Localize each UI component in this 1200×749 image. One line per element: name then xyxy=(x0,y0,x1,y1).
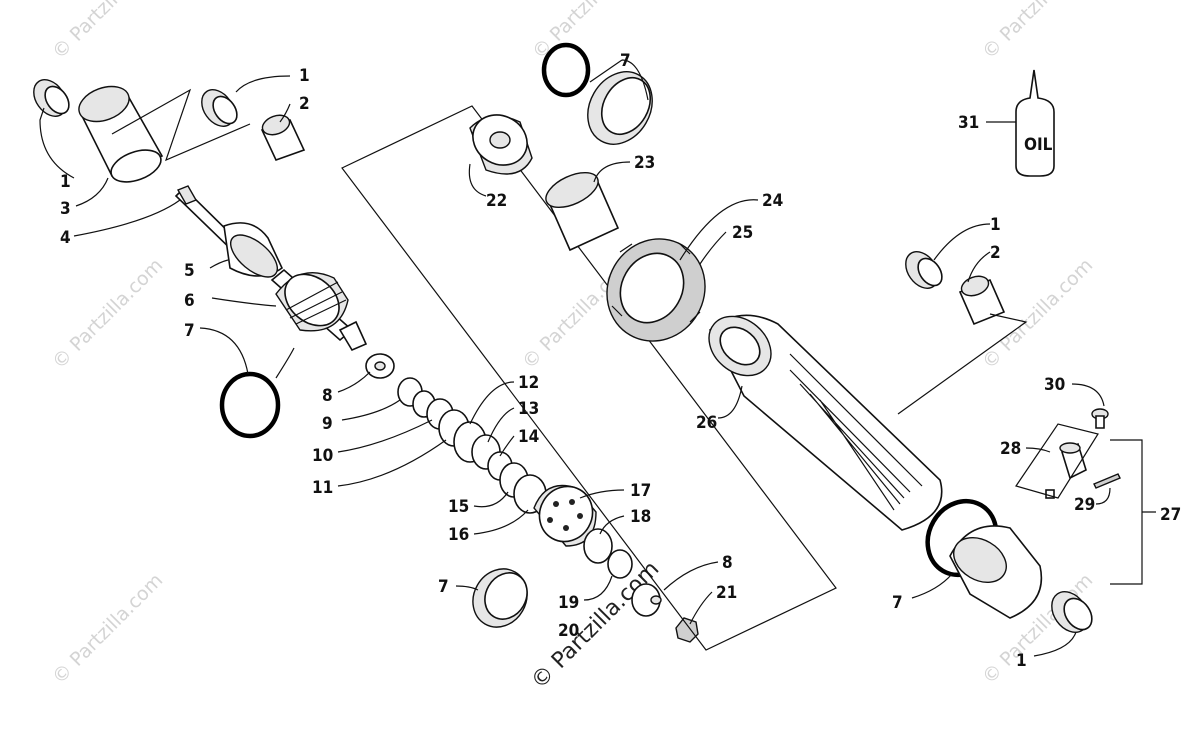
callout-7: 7 xyxy=(438,577,449,597)
callout-1: 1 xyxy=(60,172,71,192)
callout-24: 24 xyxy=(762,191,783,211)
watermark-center: © Partzilla.com xyxy=(527,557,665,695)
assembly-outline xyxy=(341,105,837,651)
callout-26: 26 xyxy=(696,413,717,433)
bushing-1d xyxy=(1051,591,1093,633)
callout-28: 28 xyxy=(1000,439,1021,459)
callout-11: 11 xyxy=(312,478,333,498)
callout-25: 25 xyxy=(732,223,753,243)
watermark: © Partzilla.com xyxy=(48,569,167,688)
callout-2: 2 xyxy=(990,243,1001,263)
oil-label: OIL xyxy=(1024,135,1053,155)
o-ring-7a xyxy=(219,371,281,439)
callout-7: 7 xyxy=(184,321,195,341)
body-26 xyxy=(708,314,943,531)
callout-6: 6 xyxy=(184,291,195,311)
callout-8: 8 xyxy=(722,553,733,573)
callout-7: 7 xyxy=(620,51,631,71)
callout-19: 19 xyxy=(558,593,579,613)
callout-29: 29 xyxy=(1074,495,1095,515)
spacer-2a xyxy=(260,114,306,161)
spring-adjuster-24 xyxy=(606,238,706,342)
bracket-27 xyxy=(1110,439,1156,585)
callout-2: 2 xyxy=(299,94,310,114)
shim-stack xyxy=(365,353,547,514)
watermark: © Partzilla.com xyxy=(48,254,167,373)
spacer-2c xyxy=(958,275,1006,326)
watermark: © Partzilla.com xyxy=(978,0,1097,64)
bearing-7c xyxy=(587,71,653,145)
seal-head-22 xyxy=(469,114,533,175)
bushing-1c xyxy=(905,251,943,289)
callout-5: 5 xyxy=(184,261,195,281)
valve-28 xyxy=(1045,442,1087,499)
callout-20: 20 xyxy=(558,621,579,641)
callout-17: 17 xyxy=(630,481,651,501)
oil-bottle-31: OIL xyxy=(1015,69,1055,177)
callout-15: 15 xyxy=(448,497,469,517)
shim-19 xyxy=(607,549,633,579)
shim-18 xyxy=(583,528,613,564)
callout-1: 1 xyxy=(299,66,310,86)
leader-lines xyxy=(39,59,1111,657)
callout-10: 10 xyxy=(312,446,333,466)
ring-7b xyxy=(472,568,528,628)
callout-31: 31 xyxy=(958,113,979,133)
callout-27: 27 xyxy=(1160,505,1181,525)
eyelet-sleeve-3 xyxy=(78,85,164,183)
callout-7: 7 xyxy=(892,593,903,613)
callout-9: 9 xyxy=(322,414,333,434)
callout-18: 18 xyxy=(630,507,651,527)
piston-17 xyxy=(533,484,597,547)
rebound-shims xyxy=(583,528,699,643)
bushing-1a xyxy=(33,79,70,117)
callout-1: 1 xyxy=(990,215,1001,235)
callout-13: 13 xyxy=(518,399,539,419)
callout-8: 8 xyxy=(322,386,333,406)
bracket-line xyxy=(897,313,1028,415)
nut-21 xyxy=(675,617,699,643)
o-ring-29 xyxy=(1093,473,1121,489)
callout-labels: 1 2 1 3 4 5 6 7 8 9 10 11 12 13 14 15 16… xyxy=(60,51,1181,671)
callout-16: 16 xyxy=(448,525,469,545)
bumper-5 xyxy=(223,222,284,278)
callout-14: 14 xyxy=(518,427,539,447)
bushing-1b xyxy=(201,89,238,127)
bracket-line xyxy=(111,88,251,162)
reservoir-27 xyxy=(949,525,1043,619)
callout-4: 4 xyxy=(60,228,71,248)
piston-assembly-6 xyxy=(275,271,368,352)
watermark: © Partzilla.com xyxy=(48,0,167,64)
callout-1: 1 xyxy=(1016,651,1027,671)
valve-box xyxy=(1015,423,1099,499)
screw-30 xyxy=(1091,408,1109,429)
callout-3: 3 xyxy=(60,199,71,219)
o-ring-7c xyxy=(541,42,591,98)
callout-30: 30 xyxy=(1044,375,1065,395)
callout-22: 22 xyxy=(486,191,507,211)
callout-12: 12 xyxy=(518,373,539,393)
sleeve-23 xyxy=(545,171,620,252)
callout-23: 23 xyxy=(634,153,655,173)
callout-21: 21 xyxy=(716,583,737,603)
